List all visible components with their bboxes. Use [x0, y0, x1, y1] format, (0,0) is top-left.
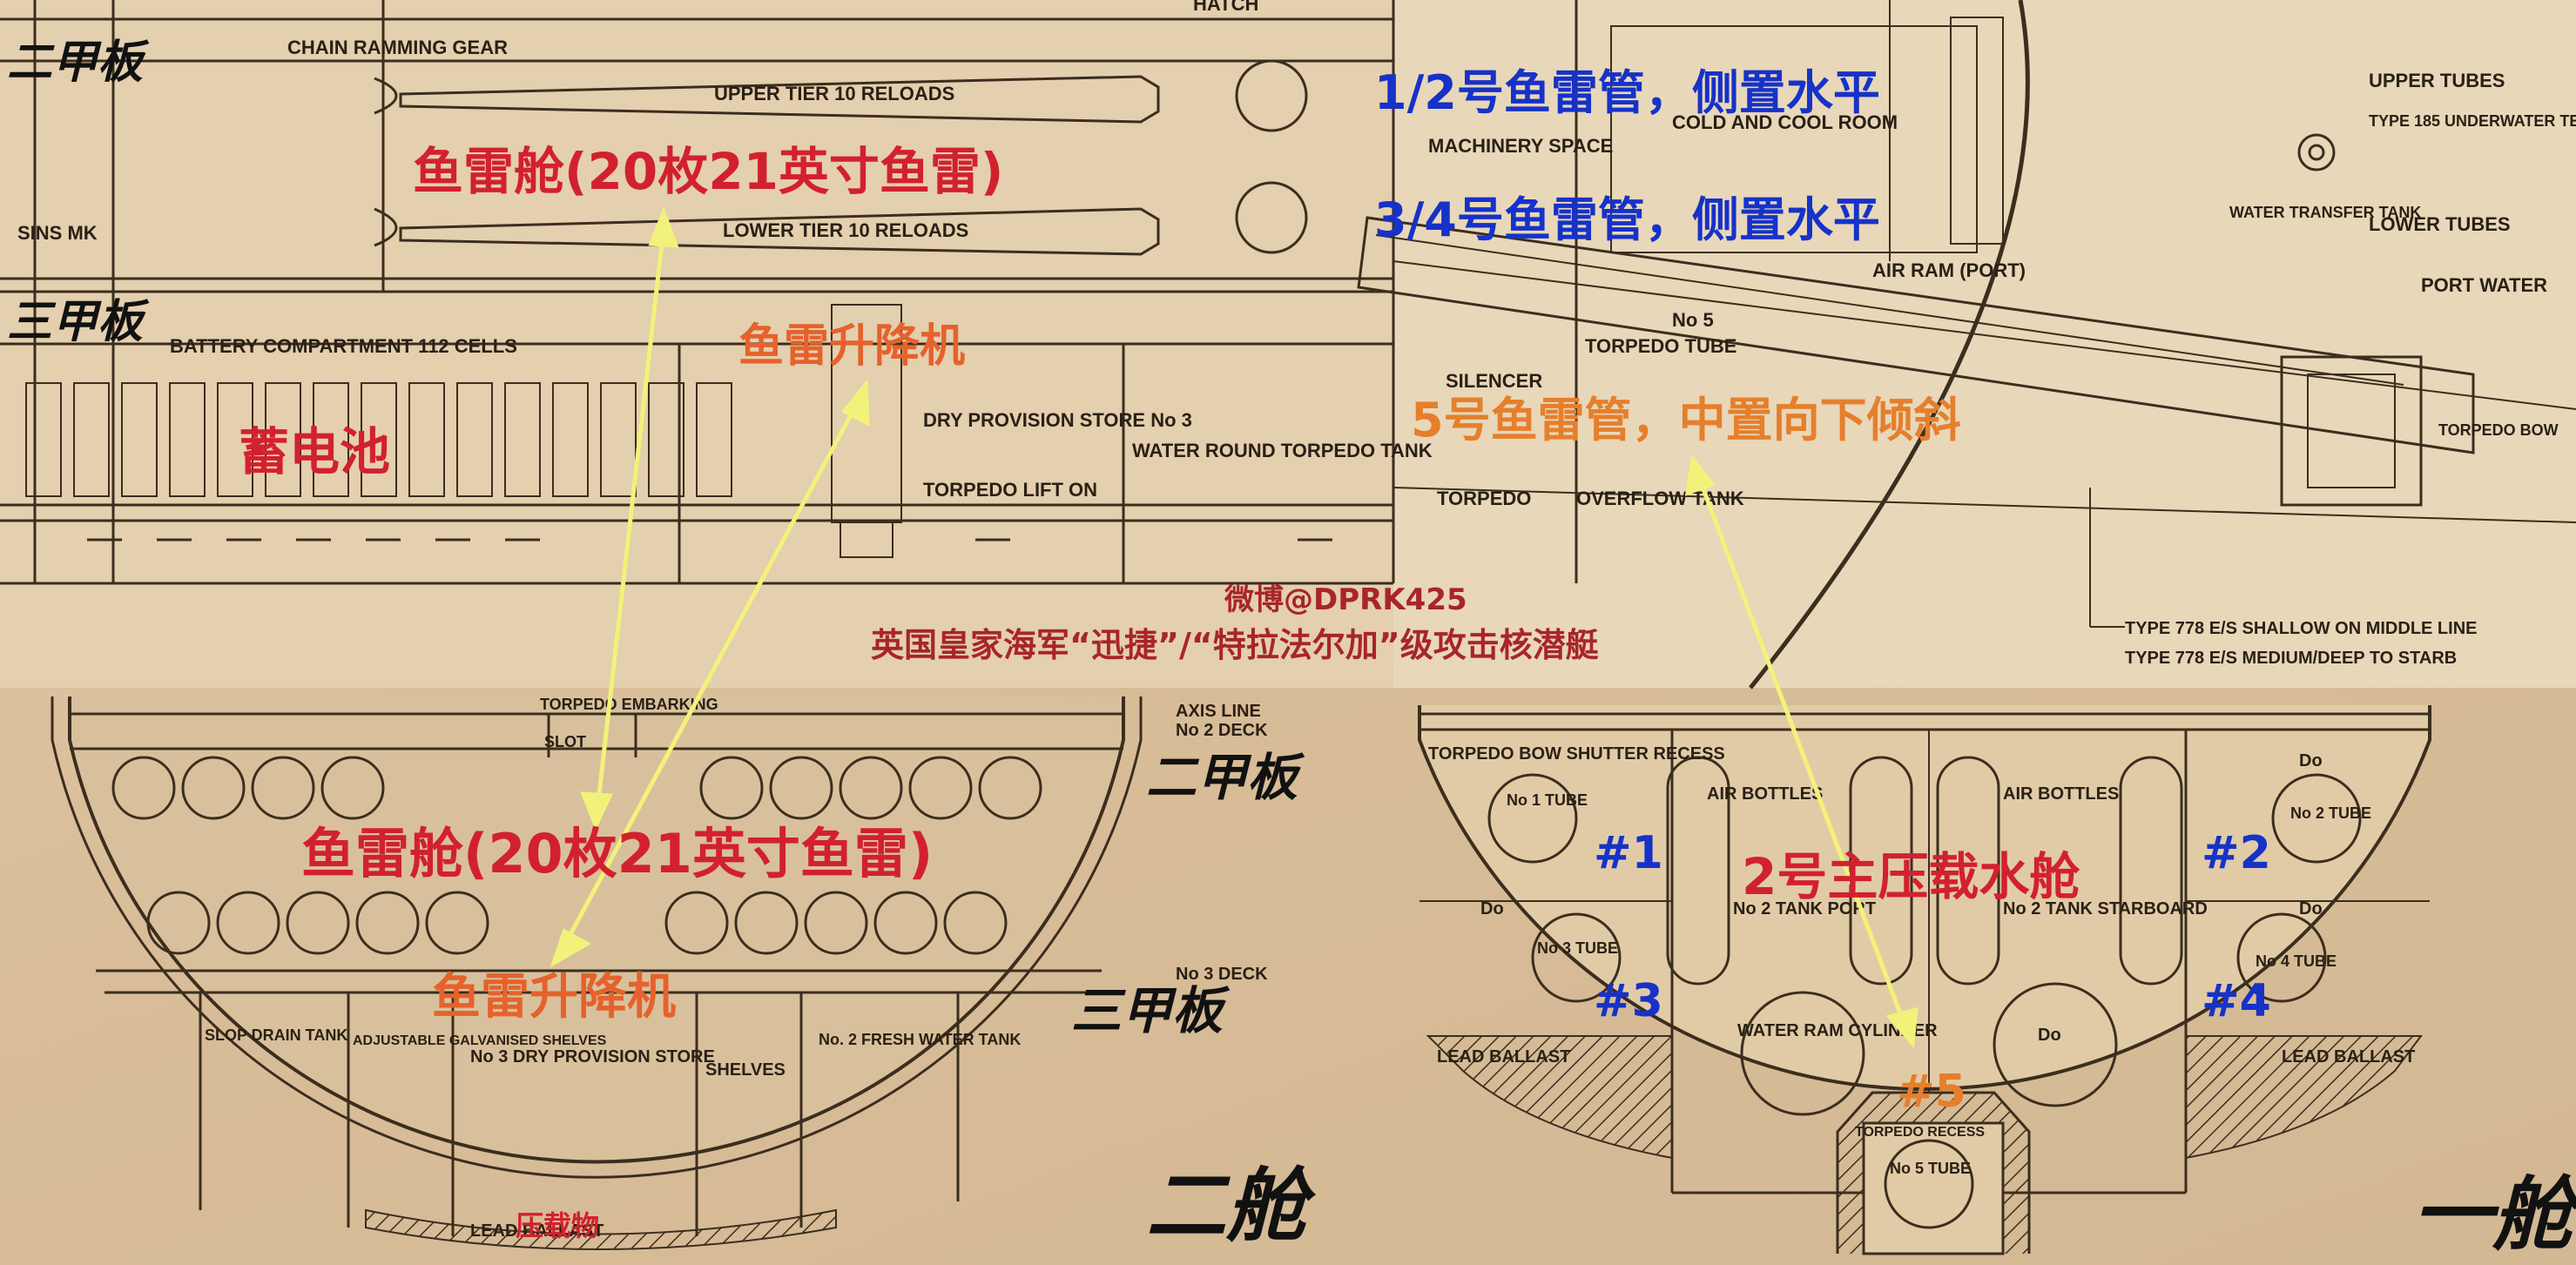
note-adjustable: ADJUSTABLE GALVANISED SHELVES: [353, 1033, 607, 1048]
arrowhead-torpedo-lift-bottom: [550, 928, 592, 968]
note-upper-tier: UPPER TIER 10 RELOADS: [714, 83, 954, 104]
label-torpedo-lift-bottom: 鱼雷升降机: [432, 969, 676, 1026]
note-no2-deck: No 2 DECK: [1176, 721, 1268, 740]
note-no5-tube: No 5 TUBE: [1890, 1160, 1971, 1177]
arrowhead-torpedo-lift-top: [841, 379, 870, 427]
note-air-bottles-stbd: AIR BOTTLES: [2003, 784, 2119, 804]
arrow-tube-5: [1696, 474, 1908, 1028]
note-air-bottles-port: AIR BOTTLES: [1707, 784, 1823, 804]
note-type778-medium: TYPE 778 E/S MEDIUM/DEEP TO STARB: [2125, 649, 2457, 668]
note-port-water: PORT WATER: [2421, 274, 2547, 296]
note-overflow: OVERFLOW TANK: [1576, 488, 1744, 509]
label-torpedo-lift-top: 鱼雷升降机: [738, 320, 966, 373]
label-battery: 蓄电池: [239, 422, 391, 481]
label-tube-3-marker: #3: [1594, 975, 1663, 1027]
note-no5: No 5: [1672, 309, 1714, 331]
note-lower-tier: LOWER TIER 10 RELOADS: [723, 219, 968, 241]
arrowhead-tube-5-bottom: [1885, 1006, 1919, 1048]
label-tube-5: 5号鱼雷管，中置向下倾斜: [1411, 393, 1961, 447]
note-do-3: Do: [2299, 899, 2323, 918]
note-type185: TYPE 185 UNDERWATER TELEPHONE PORT AND S…: [2369, 112, 2576, 130]
side-elevation: [0, 0, 2576, 690]
note-hatch: HATCH: [1193, 0, 1258, 15]
note-lead-ballast-stbd: LEAD BALLAST: [2282, 1047, 2415, 1067]
note-upper-tubes: UPPER TUBES: [2369, 70, 2505, 91]
label-deck-2-top: 二甲板: [7, 37, 144, 89]
label-tube-2-marker: #2: [2202, 827, 2271, 879]
note-chain-ramming: CHAIN RAMMING GEAR: [287, 37, 508, 58]
label-deck-3-mid: 三甲板: [1071, 981, 1224, 1040]
note-sins: SINS MK: [17, 222, 98, 244]
note-do-4: Do: [2038, 1026, 2061, 1045]
note-torpedo-lift: TORPEDO LIFT ON: [923, 479, 1097, 501]
label-compartment-2: 二舱: [1146, 1160, 1307, 1253]
note-axis-line: AXIS LINE: [1176, 702, 1261, 721]
note-tank-starboard: No 2 TANK STARBOARD: [2003, 899, 2208, 918]
arrowhead-torpedo-room-bottom: [580, 791, 613, 831]
note-water-round: WATER ROUND TORPEDO TANK: [1132, 440, 1433, 461]
arrowhead-tube-5-top: [1684, 454, 1716, 496]
label-torpedo-room-top: 鱼雷舱(20枚21英寸鱼雷): [413, 142, 1004, 201]
section-compartment-1: [1418, 705, 2431, 1255]
note-shelves: SHELVES: [705, 1060, 786, 1080]
note-slop-drain: SLOP DRAIN TANK: [205, 1026, 347, 1044]
label-caption: 英国皇家海军“迅捷”/“特拉法尔加”级攻击核潜艇: [871, 626, 1599, 664]
note-torpedo: TORPEDO: [1437, 488, 1531, 509]
note-dry-provision: DRY PROVISION STORE No 3: [923, 409, 1192, 431]
arrow-torpedo-lift: [560, 399, 861, 951]
label-tubes-3-4: 3/4号鱼雷管，侧置水平: [1374, 192, 1880, 247]
note-bow-shutter: TORPEDO BOW SHUTTER RECESS: [1428, 744, 1725, 764]
section-1-annotations: TORPEDO BOW SHUTTER RECESS No 1 TUBE No …: [1428, 744, 2415, 1177]
section-compartment-2: [51, 696, 1143, 1250]
label-tube-4-marker: #4: [2202, 975, 2271, 1027]
note-torpedo-bow: TORPEDO BOW: [2438, 421, 2559, 439]
note-machinery: MACHINERY SPACE: [1428, 135, 1613, 157]
note-lead-ballast-port: LEAD BALLAST: [1437, 1047, 1570, 1067]
note-silencer: SILENCER: [1446, 370, 1542, 392]
note-battery: BATTERY COMPARTMENT 112 CELLS: [170, 335, 517, 357]
note-no2-tube: No 2 TUBE: [2290, 804, 2371, 822]
label-tube-5-marker: #5: [1897, 1066, 1966, 1118]
note-do-2: Do: [2299, 751, 2323, 770]
label-compartment-1: 一舱: [2412, 1168, 2573, 1262]
label-ballast: 压载物: [516, 1209, 600, 1242]
note-lead-ballast-2: LEAD BALLAST: [470, 1221, 604, 1241]
note-cold-room: COLD AND COOL ROOM: [1672, 111, 1898, 133]
note-type778-shallow: TYPE 778 E/S SHALLOW ON MIDDLE LINE: [2125, 619, 2478, 638]
label-torpedo-room-bottom: 鱼雷舱(20枚21英寸鱼雷): [301, 822, 934, 885]
note-no4-tube: No 4 TUBE: [2256, 952, 2337, 970]
note-no3-dry: No 3 DRY PROVISION STORE: [470, 1047, 715, 1067]
label-main-ballast: 2号主压载水舱: [1742, 847, 2080, 906]
arrow-torpedo-room: [595, 227, 666, 811]
note-no3-deck: No 3 DECK: [1176, 965, 1268, 984]
note-tank-port: No 2 TANK PORT: [1733, 899, 1876, 918]
note-fresh-water: No. 2 FRESH WATER TANK: [819, 1031, 1021, 1048]
note-no1-tube: No 1 TUBE: [1507, 791, 1588, 809]
note-torpedo-tube: TORPEDO TUBE: [1585, 335, 1736, 357]
label-deck-2-mid: 二甲板: [1146, 748, 1298, 807]
label-weibo: 微博@DPRK425: [1224, 582, 1467, 617]
note-torpedo-embarking: TORPEDO EMBARKING: [540, 696, 718, 713]
label-tubes-1-2: 1/2号鱼雷管，侧置水平: [1374, 65, 1880, 120]
side-elevation-annotations: HATCH CHAIN RAMMING GEAR UPPER TIER 10 R…: [17, 0, 2576, 668]
note-torpedo-recess: TORPEDO RECESS: [1855, 1125, 1985, 1140]
note-water-transfer: WATER TRANSFER TANK: [2229, 204, 2421, 221]
section-2-annotations: TORPEDO EMBARKING SLOT AXIS LINE No 2 DE…: [205, 696, 1268, 1241]
note-slot: SLOT: [544, 733, 586, 750]
note-do-1: Do: [1480, 899, 1504, 918]
arrowhead-torpedo-room-top: [648, 205, 679, 248]
note-lower-tubes: LOWER TUBES: [2369, 213, 2511, 235]
label-deck-3-top: 三甲板: [7, 296, 144, 348]
note-water-ram: WATER RAM CYLINDER: [1737, 1021, 1938, 1040]
note-air-ram: AIR RAM (PORT): [1872, 259, 2026, 281]
label-tube-1-marker: #1: [1594, 827, 1663, 879]
note-no3-tube: No 3 TUBE: [1537, 939, 1618, 957]
callout-arrows: [550, 205, 1919, 1048]
